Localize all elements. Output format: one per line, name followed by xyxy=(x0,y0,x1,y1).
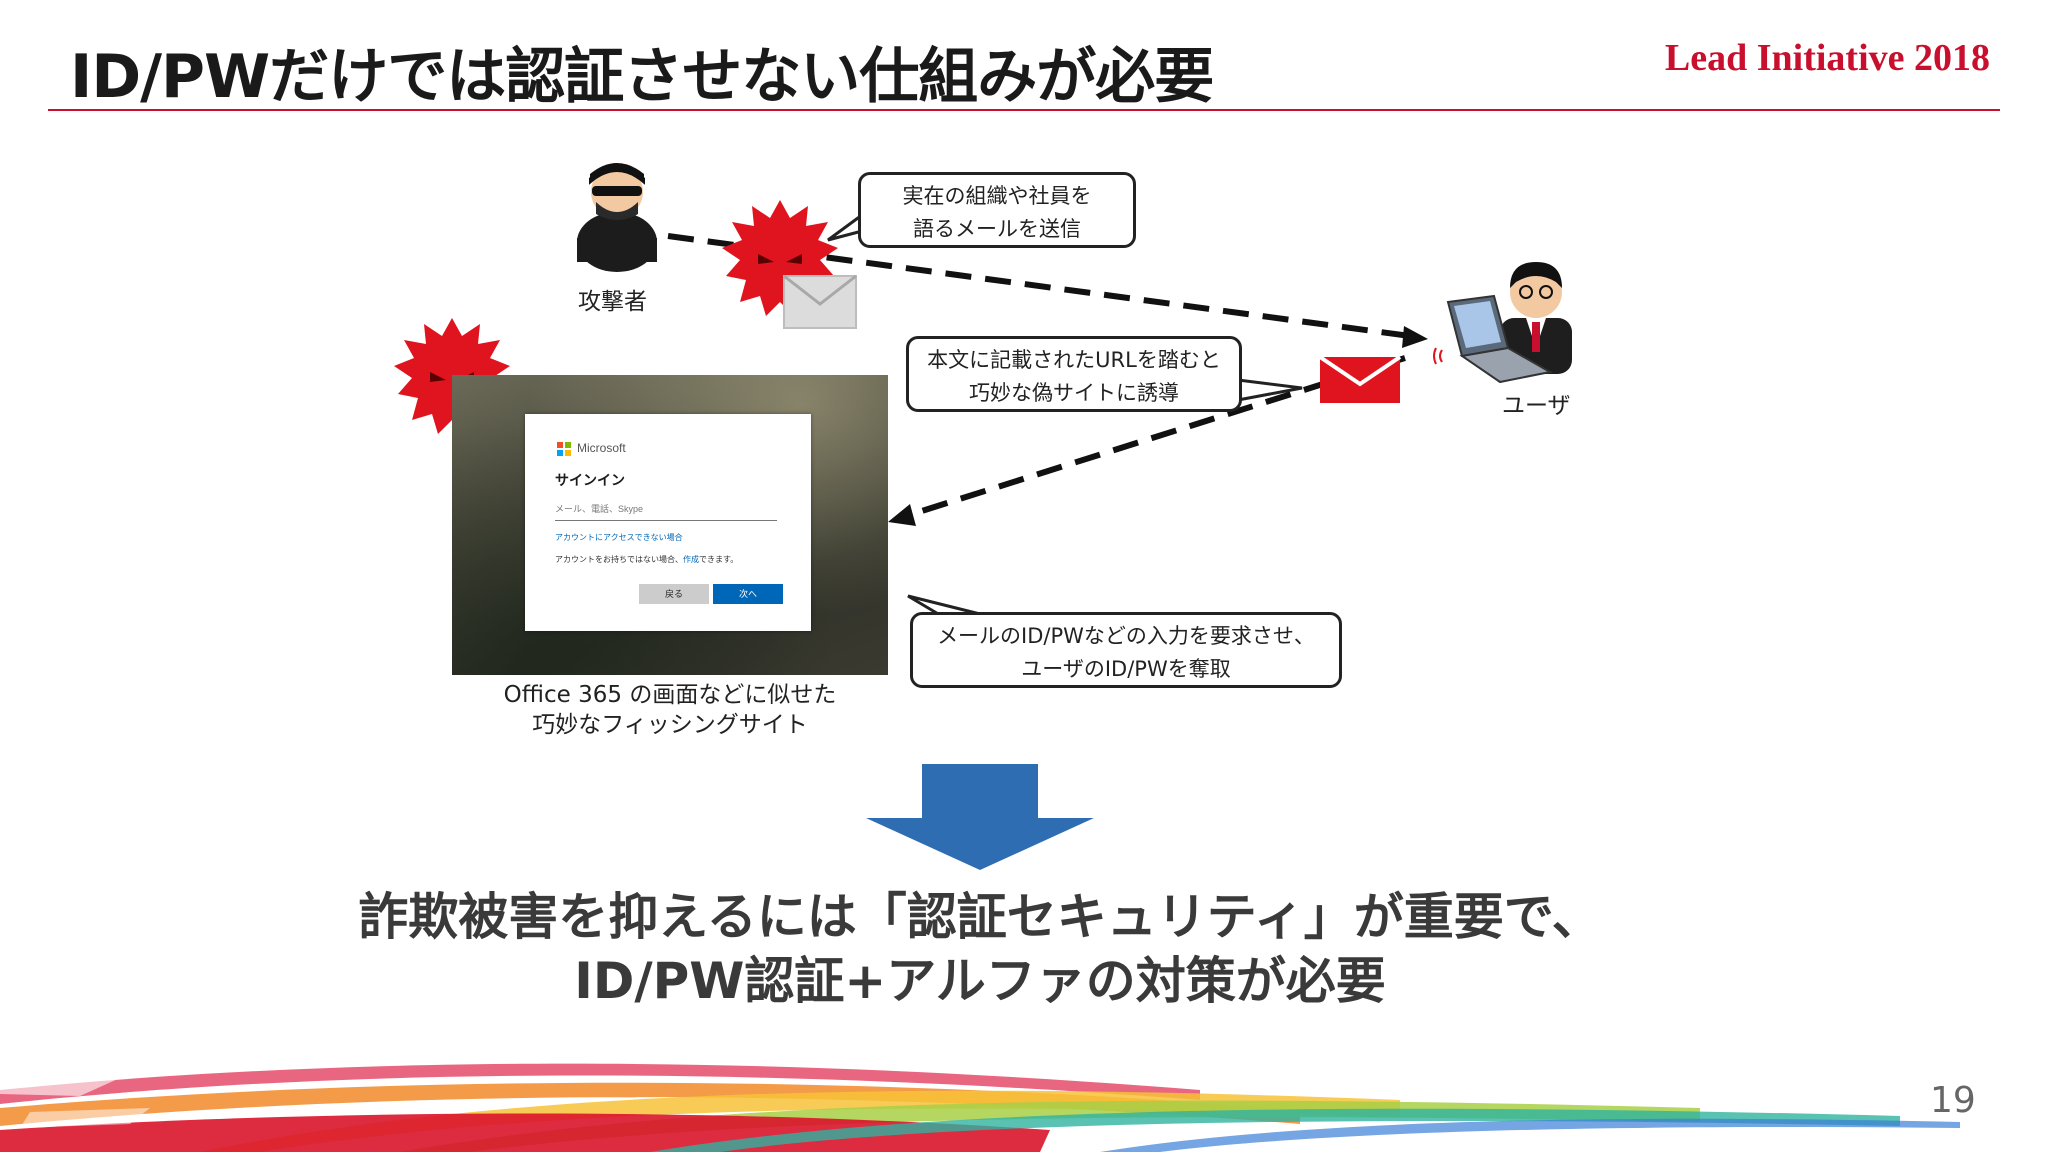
mail-icon xyxy=(1318,355,1402,403)
bubble-line: メールのID/PWなどの入力を要求させ、 xyxy=(937,624,1315,648)
caption-line: 巧妙なフィッシングサイト xyxy=(532,712,808,738)
conclusion-line: 詐欺被害を抑えるには「認証セキュリティ」が重要で、 xyxy=(358,888,1602,946)
attack-mail-arrowhead xyxy=(1402,326,1428,348)
slide-title: ID/PWだけでは認証させない仕組みが必要 xyxy=(70,42,1214,112)
bubble-tail xyxy=(907,594,981,617)
bubble-line: 実在の組織や社員を xyxy=(902,184,1092,208)
conclusion-text: 詐欺被害を抑えるには「認証セキュリティ」が重要で、 ID/PW認証+アルファの対… xyxy=(0,885,1960,1013)
create-account-text: アカウントをお持ちではない場合、作成できます。 xyxy=(555,555,739,564)
signin-heading: サインイン xyxy=(555,472,625,488)
phishing-caption: Office 365 の画面などに似せた 巧妙なフィッシングサイト xyxy=(452,680,888,740)
down-arrow-icon xyxy=(866,764,1094,870)
bubble-steal-credentials: メールのID/PWなどの入力を要求させ、 ユーザのID/PWを奪取 xyxy=(910,612,1342,688)
brand-logo-text: Lead Initiative 2018 xyxy=(1664,37,1990,79)
decorative-ribbon xyxy=(0,1063,1960,1152)
next-button[interactable]: 次へ xyxy=(713,584,783,604)
bubble-tail xyxy=(827,213,867,242)
create-account-link[interactable]: 作成 xyxy=(683,555,699,564)
user-label: ユーザ xyxy=(1502,393,1571,419)
lure-arrowhead xyxy=(888,504,916,526)
caption-line: Office 365 の画面などに似せた xyxy=(503,682,837,708)
back-button[interactable]: 戻る xyxy=(639,584,709,604)
attacker-icon xyxy=(577,163,657,272)
email-field[interactable]: メール、電話、Skype xyxy=(555,502,777,521)
page-number: 19 xyxy=(1930,1080,1976,1121)
bubble-send-mail: 実在の組織や社員を 語るメールを送信 xyxy=(858,172,1136,248)
microsoft-brand: Microsoft xyxy=(577,441,626,455)
conclusion-line: ID/PW認証+アルファの対策が必要 xyxy=(574,952,1386,1010)
bubble-line: 語るメールを送信 xyxy=(913,217,1081,241)
microsoft-logo-icon xyxy=(557,442,571,456)
bubble-lure: 本文に記載されたURLを踏むと 巧妙な偽サイトに誘導 xyxy=(906,336,1242,412)
signin-dialog: Microsoft サインイン メール、電話、Skype アカウントにアクセスで… xyxy=(525,414,811,631)
bubble-line: 巧妙な偽サイトに誘導 xyxy=(969,381,1179,405)
cant-access-link[interactable]: アカウントにアクセスできない場合 xyxy=(555,533,683,542)
bubble-line: 本文に記載されたURLを踏むと xyxy=(927,348,1221,372)
bubble-tail xyxy=(1237,378,1303,402)
bubble-line: ユーザのID/PWを奪取 xyxy=(1021,657,1231,681)
mail-icon xyxy=(783,274,857,329)
attacker-label: 攻撃者 xyxy=(578,289,647,315)
user-laptop-icon xyxy=(1433,262,1572,384)
title-divider xyxy=(48,109,2000,111)
